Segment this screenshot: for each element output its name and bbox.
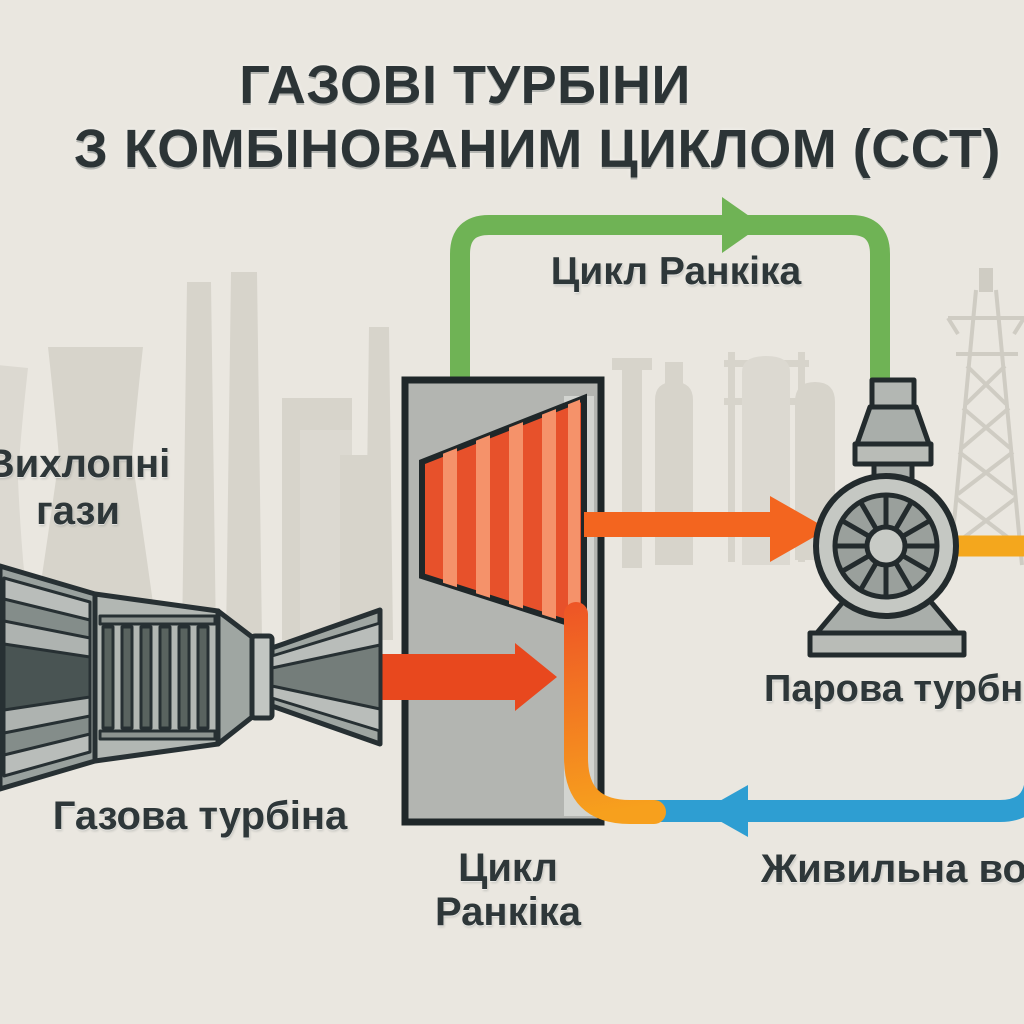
feed-water-pipe	[650, 784, 1024, 837]
transmission-tower-icon	[946, 268, 1024, 566]
hot-steam-arrow	[584, 496, 828, 562]
smokestack-icon	[182, 282, 216, 640]
turbine-stack-top	[869, 377, 917, 410]
nozzle-core	[270, 643, 382, 711]
turbine-hub	[864, 524, 908, 568]
smokestack-icon	[226, 272, 262, 640]
title-line1: ГАЗОВІ ТУРБІНИ	[239, 55, 691, 115]
gas-turbine-label: Газова турбіна	[52, 794, 348, 838]
blue-arrowhead-icon	[702, 785, 748, 837]
intake-core	[2, 642, 92, 712]
steam-turbine-label: Парова турбна	[764, 668, 1024, 710]
rankine-cycle-bottom-label: Цикл Ранкіка	[435, 846, 581, 934]
exhaust-gases-line1: Вихлопні	[0, 442, 171, 486]
rankine-bottom-line2: Ранкіка	[435, 890, 581, 934]
feed-water-label: Живильна вода	[761, 847, 1024, 891]
exhaust-gases-line2: гази	[36, 489, 120, 534]
hot-steam-pipe	[564, 602, 666, 824]
blue-pipe	[650, 784, 1024, 822]
cooling-tower-icon	[32, 347, 158, 640]
scaffold-icon	[728, 352, 735, 562]
compressor-slats	[101, 625, 210, 730]
title-line2: З КОМБІНОВАНИМ ЦИКЛОМ (ССТ)	[74, 119, 1001, 179]
gas-turbine-illustration	[0, 563, 383, 792]
refinery-vessel-icon	[665, 362, 683, 384]
turbine-stack-neck	[854, 404, 932, 447]
exhaust-arrow	[333, 643, 557, 711]
refinery-vessel-icon	[655, 382, 693, 565]
turbine-stack-collar	[852, 441, 934, 467]
green-pipe	[450, 215, 890, 388]
gas-turbine-flange	[249, 633, 275, 721]
refinery-column-icon	[612, 358, 652, 370]
hrsg-boiler	[401, 376, 666, 826]
compressor-rail	[98, 729, 217, 741]
turbine-base-plate	[807, 630, 967, 658]
rankine-steam-pipe	[450, 197, 890, 388]
steam-turbine-illustration	[807, 377, 967, 658]
compressor-rail	[98, 614, 217, 626]
refinery-column-icon	[622, 368, 642, 568]
hrsg-heat-exchanger-stripes	[443, 398, 580, 628]
exhaust-gases-label: Вихлопні гази	[0, 441, 170, 535]
rankine-bottom-line1: Цикл	[458, 846, 558, 890]
rankine-cycle-top-label: Цикл Ранкіка	[550, 250, 802, 293]
green-arrowhead-icon	[722, 197, 762, 253]
